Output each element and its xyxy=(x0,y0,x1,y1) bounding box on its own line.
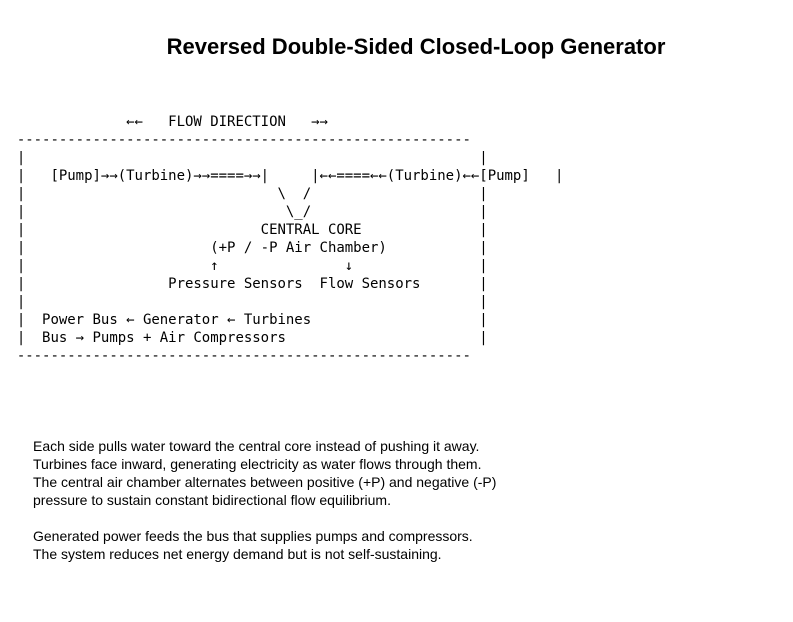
diagram-line-power-bus: | Power Bus ← Generator ← Turbines | xyxy=(0,312,488,328)
diagram-line: | \_/ | xyxy=(0,204,488,220)
diagram-line-bus-pumps: | Bus → Pumps + Air Compressors | xyxy=(0,330,488,346)
description-line: Each side pulls water toward the central… xyxy=(33,438,480,454)
diagram-line-pump-turbine: | [Pump]→→(Turbine)→→====→→| |←←====←←(T… xyxy=(0,168,564,184)
description-line: pressure to sustain constant bidirection… xyxy=(33,492,391,508)
diagram-line-sensors: | Pressure Sensors Flow Sensors | xyxy=(0,276,488,292)
description-paragraph: Generated power feeds the bus that suppl… xyxy=(33,527,496,563)
diagram-line: | | xyxy=(0,150,488,166)
description: Each side pulls water toward the central… xyxy=(33,437,496,563)
page-title: Reversed Double-Sided Closed-Loop Genera… xyxy=(166,34,666,59)
description-line: The central air chamber alternates betwe… xyxy=(33,474,497,490)
description-paragraph: Each side pulls water toward the central… xyxy=(33,437,496,509)
diagram-line: | \ / | xyxy=(0,186,488,202)
diagram-line-central-core: | CENTRAL CORE | xyxy=(0,222,488,238)
diagram-line-air-chamber: | (+P / -P Air Chamber) | xyxy=(0,240,488,256)
description-line: The system reduces net energy demand but… xyxy=(33,546,442,562)
diagram-line-top-border: ----------------------------------------… xyxy=(0,132,471,148)
diagram-line-sensor-arrows: | ↑ ↓ | xyxy=(0,258,488,274)
diagram-line-flow-direction: ←← FLOW DIRECTION →→ xyxy=(0,114,328,130)
description-line: Turbines face inward, generating electri… xyxy=(33,456,482,472)
diagram-line: | | xyxy=(0,294,488,310)
description-line: Generated power feeds the bus that suppl… xyxy=(33,528,473,544)
ascii-diagram: ←← FLOW DIRECTION →→ -------------------… xyxy=(0,113,564,365)
diagram-line-bottom-border: ----------------------------------------… xyxy=(0,348,471,364)
